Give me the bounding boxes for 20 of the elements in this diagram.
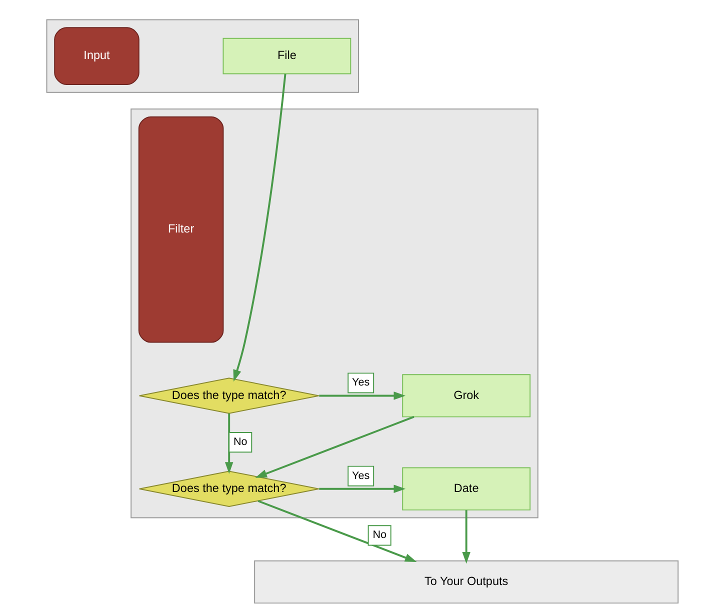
arrow <box>318 392 406 400</box>
arrow <box>318 484 406 493</box>
edge-label: Yes <box>352 470 370 482</box>
node-box: To Your Outputs <box>254 560 678 604</box>
arrow <box>462 510 470 564</box>
node-box: Input <box>54 27 139 85</box>
cluster <box>46 19 358 93</box>
node-box: File <box>222 38 351 74</box>
arrow <box>257 500 416 562</box>
edge-label: Yes <box>352 376 370 389</box>
edge-label: No <box>372 529 386 542</box>
node-box: Date <box>402 467 530 510</box>
arrow <box>254 416 414 478</box>
node-diamond: Does the type match? <box>138 378 319 414</box>
arrow <box>232 74 286 382</box>
node-box: Filter <box>138 116 224 343</box>
node-box: Grok <box>402 374 530 418</box>
edge-label: No <box>233 436 247 448</box>
arrow <box>224 413 233 474</box>
cluster <box>130 108 538 518</box>
